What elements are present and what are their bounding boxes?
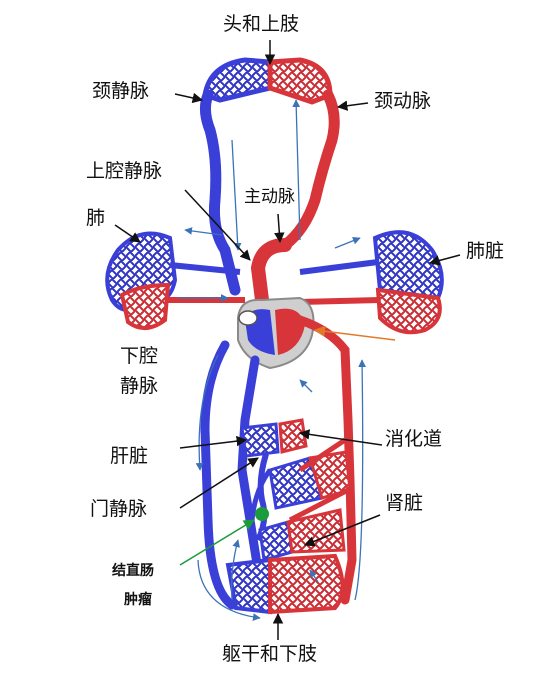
- label-ivc-line2: 静脉: [120, 375, 159, 397]
- pulmonary-vessels-right: [299, 259, 379, 275]
- label-tumor-line1: 结直肠: [112, 563, 154, 579]
- pulmonary-vessels-right-2: [299, 297, 381, 305]
- trunk-capillary-bed-red: [268, 553, 345, 615]
- label-portal-vein: 门静脉: [90, 498, 148, 520]
- pulmonary-vessels-left: [169, 262, 241, 275]
- label-tumor-line2: 肿瘤: [124, 592, 152, 608]
- label-arrows: [114, 40, 461, 640]
- label-ivc-line1: 下腔: [120, 345, 159, 367]
- label-lung-left: 肺: [86, 207, 106, 229]
- digestive-capillary-bed-red: [308, 450, 352, 500]
- digestive-red-branch: [298, 437, 347, 473]
- label-kidney: 肾脏: [385, 492, 424, 514]
- descending-aorta-path: [295, 315, 357, 605]
- liver-capillary-bed: [240, 422, 280, 458]
- right-lung-net: [372, 230, 444, 335]
- label-liver: 肝脏: [110, 445, 149, 467]
- label-lung-right: 肺脏: [466, 240, 505, 262]
- heart-icon: [237, 296, 315, 370]
- left-lung-net: [105, 231, 178, 330]
- label-aorta: 主动脉: [244, 187, 295, 207]
- label-digestive-tract: 消化道: [385, 428, 443, 450]
- head-capillary-bed: [202, 57, 333, 105]
- tumor-dot: [255, 507, 269, 521]
- outer-vein-loop: [200, 340, 237, 610]
- inferior-vena-cava-path: [237, 355, 267, 605]
- liver-capillary-bed-red: [278, 418, 308, 454]
- tumor-arrow: [179, 519, 255, 566]
- portal-vein-path-2: [249, 468, 273, 521]
- kidney-capillary-bed-blue: [258, 520, 294, 562]
- label-carotid-artery: 颈动脉: [374, 90, 432, 112]
- digestive-red-branch-2: [288, 487, 350, 523]
- label-jugular-vein: 颈静脉: [92, 80, 150, 102]
- trunk-capillary-bed-blue: [225, 557, 272, 615]
- label-svc: 上腔静脉: [86, 160, 163, 182]
- kidney-capillary-bed-red: [286, 508, 346, 554]
- label-head-limbs: 头和上肢: [223, 13, 300, 35]
- jugular-vein-path: [199, 89, 241, 296]
- flow-arrows: [178, 99, 367, 621]
- label-trunk-limbs: 躯干和下肢: [222, 643, 318, 665]
- highlight-arrow: [313, 325, 396, 341]
- aortic-arch-path: [250, 238, 292, 307]
- carotid-artery-path: [279, 89, 340, 251]
